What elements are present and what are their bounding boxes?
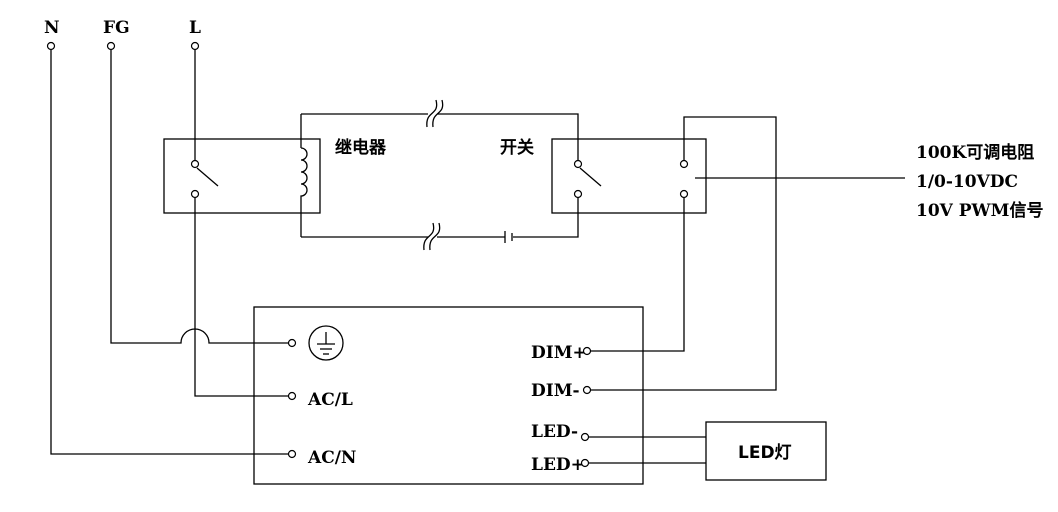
- wire-break-top: [426, 99, 444, 128]
- terminal-l-label: L: [189, 18, 201, 38]
- driver-acl-label: AC/L: [307, 390, 353, 410]
- wire-relay-to-acl: [194, 198, 289, 397]
- driver-fg-terminal: [287, 338, 297, 348]
- terminal-fg: [106, 41, 116, 51]
- switch-box: [551, 138, 707, 214]
- relay-contact-top: [190, 159, 200, 169]
- control-option-2: 1/0-10VDC: [916, 172, 1018, 192]
- relay-switch-blade: [196, 167, 219, 187]
- driver-acn-label: AC/N: [307, 448, 356, 468]
- terminal-fg-label: FG: [103, 18, 130, 38]
- battery-icon: [504, 231, 513, 243]
- wire-break-bottom: [423, 222, 441, 251]
- relay-coil-icon: [300, 114, 308, 237]
- driver-acn-terminal: [287, 449, 297, 459]
- wire-fg: [110, 50, 289, 344]
- relay-box: [163, 138, 321, 214]
- relay-contact-bottom: [190, 189, 200, 199]
- wire-coil-bottom: [301, 198, 579, 238]
- control-option-1: 100K可调电阻: [916, 142, 1034, 163]
- switch-blade: [579, 167, 602, 187]
- dim-contact-top: [679, 159, 689, 169]
- driver-dim-plus-terminal: [582, 346, 592, 356]
- terminal-n-label: N: [44, 18, 60, 38]
- driver-dim-minus-terminal: [582, 385, 592, 395]
- led-lamp-box: [705, 421, 827, 481]
- driver-acl-terminal: [287, 391, 297, 401]
- switch-contact-bottom: [573, 189, 583, 199]
- driver-led-plus-terminal: [580, 458, 590, 468]
- driver-led-plus-label: LED+: [531, 455, 585, 475]
- terminal-n: [46, 41, 56, 51]
- driver-dim-minus-label: DIM-: [531, 381, 580, 401]
- earth-ground-icon: [308, 325, 344, 361]
- wire-coil-top: [301, 113, 579, 160]
- relay-label: 继电器: [335, 137, 387, 158]
- led-lamp-label: LED灯: [738, 443, 792, 463]
- wire-n: [50, 50, 289, 455]
- driver-led-minus-label: LED-: [531, 422, 578, 442]
- switch-label: 开关: [500, 137, 534, 158]
- wire-dim-plus: [590, 198, 685, 352]
- wire-dim-minus: [590, 116, 777, 391]
- driver-led-minus-terminal: [580, 432, 590, 442]
- dim-contact-bottom: [679, 189, 689, 199]
- control-option-3: 10V PWM信号: [916, 200, 1043, 221]
- switch-contact-top: [573, 159, 583, 169]
- terminal-l: [190, 41, 200, 51]
- driver-dim-plus-label: DIM+: [531, 343, 587, 363]
